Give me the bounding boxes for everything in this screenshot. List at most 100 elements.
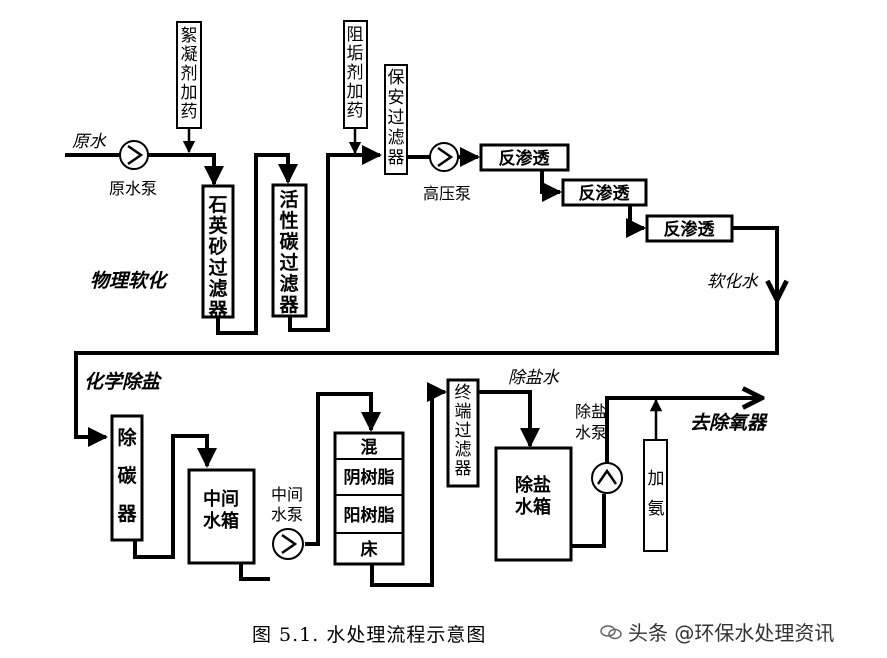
activated-carbon-filter-label: 活性碳过滤器	[278, 188, 299, 316]
high-pressure-pump-label: 高压泵	[423, 185, 471, 203]
pipe-quartz-to-carbon	[216, 153, 298, 335]
chemical-desalination-heading: 化学除盐	[84, 371, 163, 393]
mixed-bed-label-1: 阴树脂	[344, 468, 395, 487]
pipe-deminpump-to-deaerator	[605, 398, 762, 463]
security-filter-label: 保安过滤器	[388, 68, 405, 167]
char: 砂	[208, 236, 227, 258]
char: 器	[116, 503, 137, 525]
figure-caption: 图 5.1. 水处理流程示意图	[252, 624, 487, 646]
char: 终	[455, 383, 472, 402]
watermark-logo-icon	[600, 624, 622, 639]
char: 氨	[648, 499, 665, 518]
pipe-midpump-to-mixedbed	[305, 392, 381, 546]
pipe-tank-to-midpump	[239, 563, 270, 581]
quartz-sand-filter-label: 石英砂过滤器	[207, 195, 228, 321]
line: 水箱	[515, 496, 551, 517]
char: 碳	[279, 230, 299, 253]
terminal-filter	[446, 378, 480, 488]
decarbonizer	[110, 414, 144, 542]
demin-tank-label: 除盐水箱	[515, 474, 551, 517]
watermark-text: 头条 @环保水处理资讯	[628, 621, 835, 645]
char: 滤	[455, 440, 472, 459]
ro-1-label: 反渗透	[499, 148, 551, 168]
demin-water-label: 除盐水	[508, 368, 560, 387]
pipe-return-loop	[74, 300, 779, 447]
physical-softening-heading: 物理软化	[90, 270, 169, 292]
char: 保	[388, 68, 405, 87]
char: 药	[181, 102, 198, 121]
security-filter-box	[384, 64, 408, 175]
char: 剂	[347, 63, 364, 82]
char: 滤	[279, 273, 298, 295]
char: 过	[388, 108, 405, 127]
char: 加	[181, 83, 198, 102]
flocculant-box	[176, 21, 202, 129]
mixed-bed	[333, 431, 405, 566]
terminal-filter-label: 终端过滤器	[455, 383, 472, 478]
high-pressure-pump-icon	[429, 142, 459, 172]
char: 器	[207, 299, 228, 321]
mixed-bed-label-2: 阳树脂	[344, 506, 395, 525]
char: 剂	[181, 64, 198, 83]
char: 絮	[181, 26, 198, 45]
quartz-sand-filter	[201, 184, 235, 319]
char: 器	[278, 294, 299, 316]
char: 性	[279, 209, 298, 232]
demin-pump-label: 除盐水泵	[575, 403, 607, 442]
char: 滤	[388, 128, 405, 147]
char: 端	[455, 402, 472, 421]
demin-tank	[494, 446, 573, 562]
ammonia-box	[643, 439, 668, 552]
char: 药	[347, 101, 364, 120]
char: 活	[279, 188, 298, 211]
pipe-mixedbed-to-terminal	[370, 382, 447, 587]
antiscalant-label: 阻垢剂加药	[347, 25, 364, 120]
raw-water-pump-icon	[119, 140, 149, 170]
line: 水泵	[271, 506, 303, 524]
flocculant-label: 絮凝剂加药	[181, 26, 198, 121]
middle-pump-label: 中间水泵	[271, 486, 303, 524]
activated-carbon-filter	[271, 183, 308, 318]
char: 除	[117, 426, 137, 449]
ammonia-label: 加氨	[648, 469, 665, 518]
line: 除盐	[515, 474, 551, 495]
char: 碳	[117, 464, 137, 487]
deaerator-label: 去除氧器	[690, 412, 768, 434]
line: 水泵	[575, 424, 607, 442]
pipe-terminal-to-tank	[478, 390, 540, 448]
ro-3-label: 反渗透	[664, 219, 716, 239]
char: 安	[388, 88, 405, 107]
char: 器	[388, 148, 405, 167]
middle-tank	[187, 468, 256, 565]
pipe-tank-to-deminpump	[571, 494, 606, 548]
line: 中间	[271, 486, 303, 504]
raw-water-label: 原水	[72, 132, 107, 151]
middle-tank-label: 中间水箱	[203, 488, 239, 531]
char: 过	[455, 421, 472, 440]
antiscalant-box	[343, 20, 368, 129]
ro-2-label: 反渗透	[579, 183, 631, 203]
line: 水箱	[203, 510, 239, 531]
softened-water-label: 软化水	[707, 272, 759, 291]
watermark: 头条 @环保水处理资讯	[600, 617, 834, 646]
pipe-ro1-to-ro2	[540, 170, 562, 202]
raw-water-pump-label: 原水泵	[109, 180, 157, 198]
char: 过	[208, 257, 227, 279]
char: 垢	[347, 44, 364, 63]
pipe-ro3-out	[732, 226, 777, 300]
line: 除盐	[575, 403, 607, 421]
ro-2-box	[561, 178, 648, 207]
char: 英	[208, 214, 228, 237]
middle-pump-icon	[272, 528, 304, 560]
pipe-ro2-to-ro3	[626, 206, 646, 238]
pipe-decarb-to-tank	[133, 434, 217, 559]
char: 过	[279, 252, 298, 274]
char: 加	[648, 469, 665, 488]
char: 石	[207, 195, 227, 216]
char: 阻	[347, 25, 364, 44]
line: 中间	[203, 488, 239, 509]
char: 加	[347, 82, 364, 101]
pipe-carbon-to-security	[288, 145, 382, 332]
ro-1-box	[479, 143, 570, 172]
